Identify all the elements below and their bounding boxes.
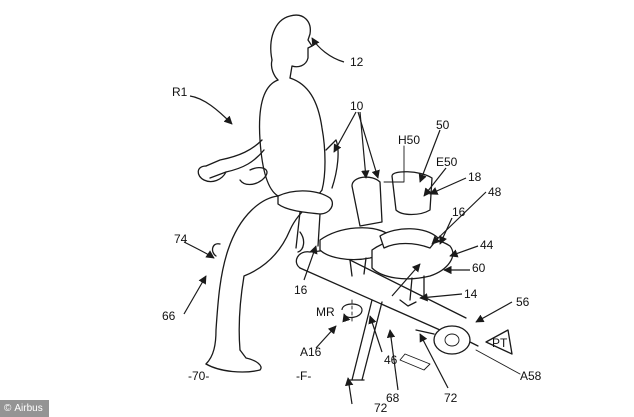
label-56: 56 [516,295,530,309]
direction-pointer-icon [485,329,513,355]
copyright-icon: © [4,403,12,414]
seat-unit-occupied [277,139,339,249]
label-46: 46 [384,353,398,367]
floor-strut [349,299,383,381]
label-16-left: 16 [294,283,308,297]
label-h50: H50 [398,133,420,147]
label-16-right: 16 [452,205,466,219]
label-a16: A16 [300,345,322,359]
leader-lines [183,37,521,405]
label-68: 68 [386,391,400,405]
seat-unit-front [371,171,454,307]
label-18: 18 [468,170,482,184]
label-r1: R1 [172,85,188,99]
label-66: 66 [162,309,176,323]
label-50: 50 [436,118,450,132]
label-48: 48 [488,185,502,199]
label-a58: A58 [520,369,542,383]
label-72-bottom: 72 [374,401,388,415]
label-10: 10 [350,99,364,113]
label-e50: E50 [436,155,458,169]
label-70: -70- [188,369,209,383]
label-f: -F- [296,369,311,383]
rotation-arrow-icon [341,299,363,323]
label-14: 14 [464,287,478,301]
label-12: 12 [350,55,364,69]
reference-labels: 12 R1 10 H50 50 E50 18 48 16 74 44 60 14… [162,55,542,415]
credit-text: Airbus [14,403,43,414]
passenger-figure [197,14,326,373]
label-60: 60 [472,261,486,275]
support-beam [295,249,479,371]
label-44: 44 [480,238,494,252]
label-72-right: 72 [444,391,458,405]
label-pt: PT [492,336,508,350]
label-mr: MR [316,305,335,319]
image-credit: © Airbus [0,400,49,417]
label-74: 74 [174,232,188,246]
